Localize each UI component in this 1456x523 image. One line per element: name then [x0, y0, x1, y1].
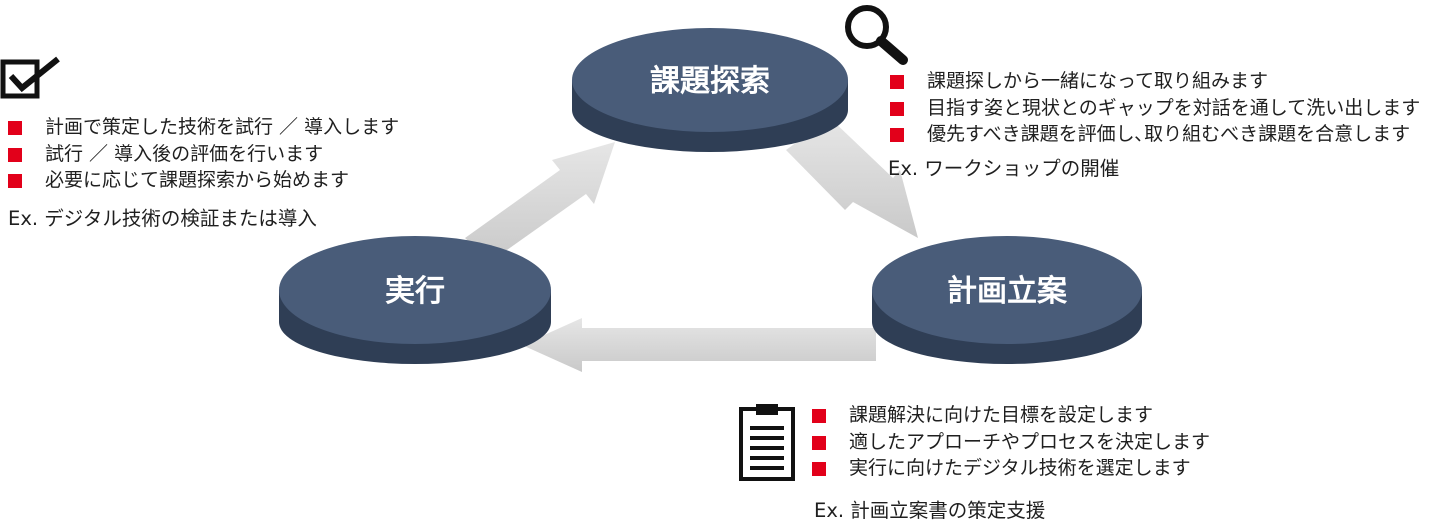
arrow-explore-to-plan [786, 118, 918, 238]
explore-notes-list: 課題探しから一緒になって取り組みます 目指す姿と現状とのギャップを対話を通して洗… [890, 68, 1420, 148]
magnifier-icon [845, 5, 908, 65]
list-item: 計画で策定した技術を試行 ／ 導入します [8, 114, 399, 141]
list-item: 実行に向けたデジタル技術を選定します [812, 455, 1210, 482]
list-item: 適したアプローチやプロセスを決定します [812, 429, 1210, 456]
execute-notes-list: 計画で策定した技術を試行 ／ 導入します 試行 ／ 導入後の評価を行います 必要… [8, 114, 399, 194]
list-item: 必要に応じて課題探索から始めます [8, 167, 399, 194]
bullet-square [812, 462, 826, 476]
bullet-square [890, 101, 904, 116]
plan-example: Ex. 計画立案書の策定支援 [814, 499, 1046, 522]
node-explore: 課題探索 [572, 28, 848, 152]
list-item: 優先すべき課題を評価し､取り組むべき課題を合意します [890, 121, 1420, 148]
clipboard-icon [739, 404, 795, 481]
list-item: 課題探しから一緒になって取り組みます [890, 68, 1420, 95]
bullet-square [8, 121, 22, 135]
node-plan: 計画立案 [872, 236, 1142, 364]
node-execute: 実行 [279, 236, 551, 364]
bullet-square [8, 174, 22, 188]
bullet-square [8, 147, 22, 162]
bullet-square [890, 128, 904, 142]
node-plan-label: 計画立案 [947, 274, 1068, 309]
node-explore-label: 課題探索 [650, 64, 770, 99]
node-execute-label: 実行 [385, 274, 445, 309]
explore-example: Ex. ワークショップの開催 [888, 157, 1120, 180]
list-item: 課題解決に向けた目標を設定します [812, 402, 1210, 429]
arrow-execute-to-explore [465, 142, 615, 262]
list-item: 目指す姿と現状とのギャップを対話を通して洗い出します [890, 95, 1420, 122]
bullet-square [890, 75, 904, 89]
bullet-square [812, 435, 826, 450]
bullet-square [812, 409, 826, 423]
list-item: 試行 ／ 導入後の評価を行います [8, 141, 399, 168]
arrow-plan-to-execute [522, 318, 876, 372]
checkbox-icon [0, 56, 60, 99]
execute-example: Ex. デジタル技術の検証または導入 [8, 207, 317, 230]
plan-notes-list: 課題解決に向けた目標を設定します 適したアプローチやプロセスを決定します 実行に… [812, 402, 1210, 482]
